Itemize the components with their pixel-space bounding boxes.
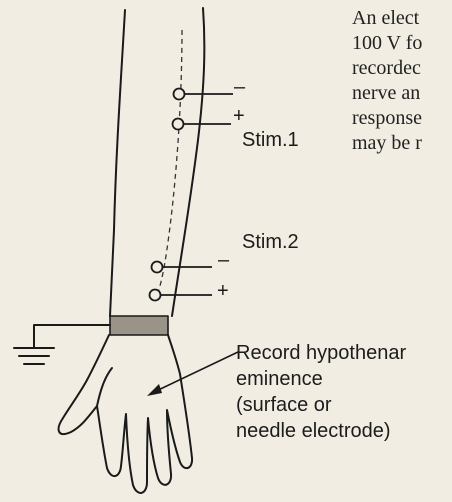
record-label-line: eminence xyxy=(236,366,406,392)
hand-outline xyxy=(59,335,192,493)
stim1-minus-sign: – xyxy=(234,75,245,100)
record-label: Record hypothenar eminence (surface or n… xyxy=(236,340,406,444)
stim1-cathode xyxy=(174,89,185,100)
arm-outline-left xyxy=(110,10,125,316)
record-arrow-head xyxy=(147,384,162,396)
record-label-line: Record hypothenar xyxy=(236,340,406,366)
intro-line: recordec xyxy=(352,56,422,81)
stim2-cathode xyxy=(152,262,163,273)
nerve-dashed-line xyxy=(155,30,182,300)
stim1-anode xyxy=(173,119,184,130)
stim2-label: Stim.2 xyxy=(242,230,299,255)
record-label-line: (surface or xyxy=(236,392,406,418)
intro-paragraph: An elect 100 V fo recordec nerve an resp… xyxy=(352,6,422,156)
stim2-minus-sign: – xyxy=(218,248,229,273)
stim1-label: Stim.1 xyxy=(242,128,299,153)
intro-line: response xyxy=(352,106,422,131)
intro-line: An elect xyxy=(352,6,422,31)
wrist-band xyxy=(110,316,168,335)
stim1-plus-sign: + xyxy=(233,104,245,129)
stim2-anode xyxy=(150,290,161,301)
record-label-line: needle electrode) xyxy=(236,418,406,444)
stim2-plus-sign: + xyxy=(217,279,229,304)
intro-line: 100 V fo xyxy=(352,31,422,56)
record-arrow-line xyxy=(152,352,238,393)
ground-wire xyxy=(34,325,110,348)
thumb-crease xyxy=(97,368,112,406)
intro-line: may be r xyxy=(352,131,422,156)
arm-outline-right xyxy=(172,8,204,316)
intro-line: nerve an xyxy=(352,81,422,106)
